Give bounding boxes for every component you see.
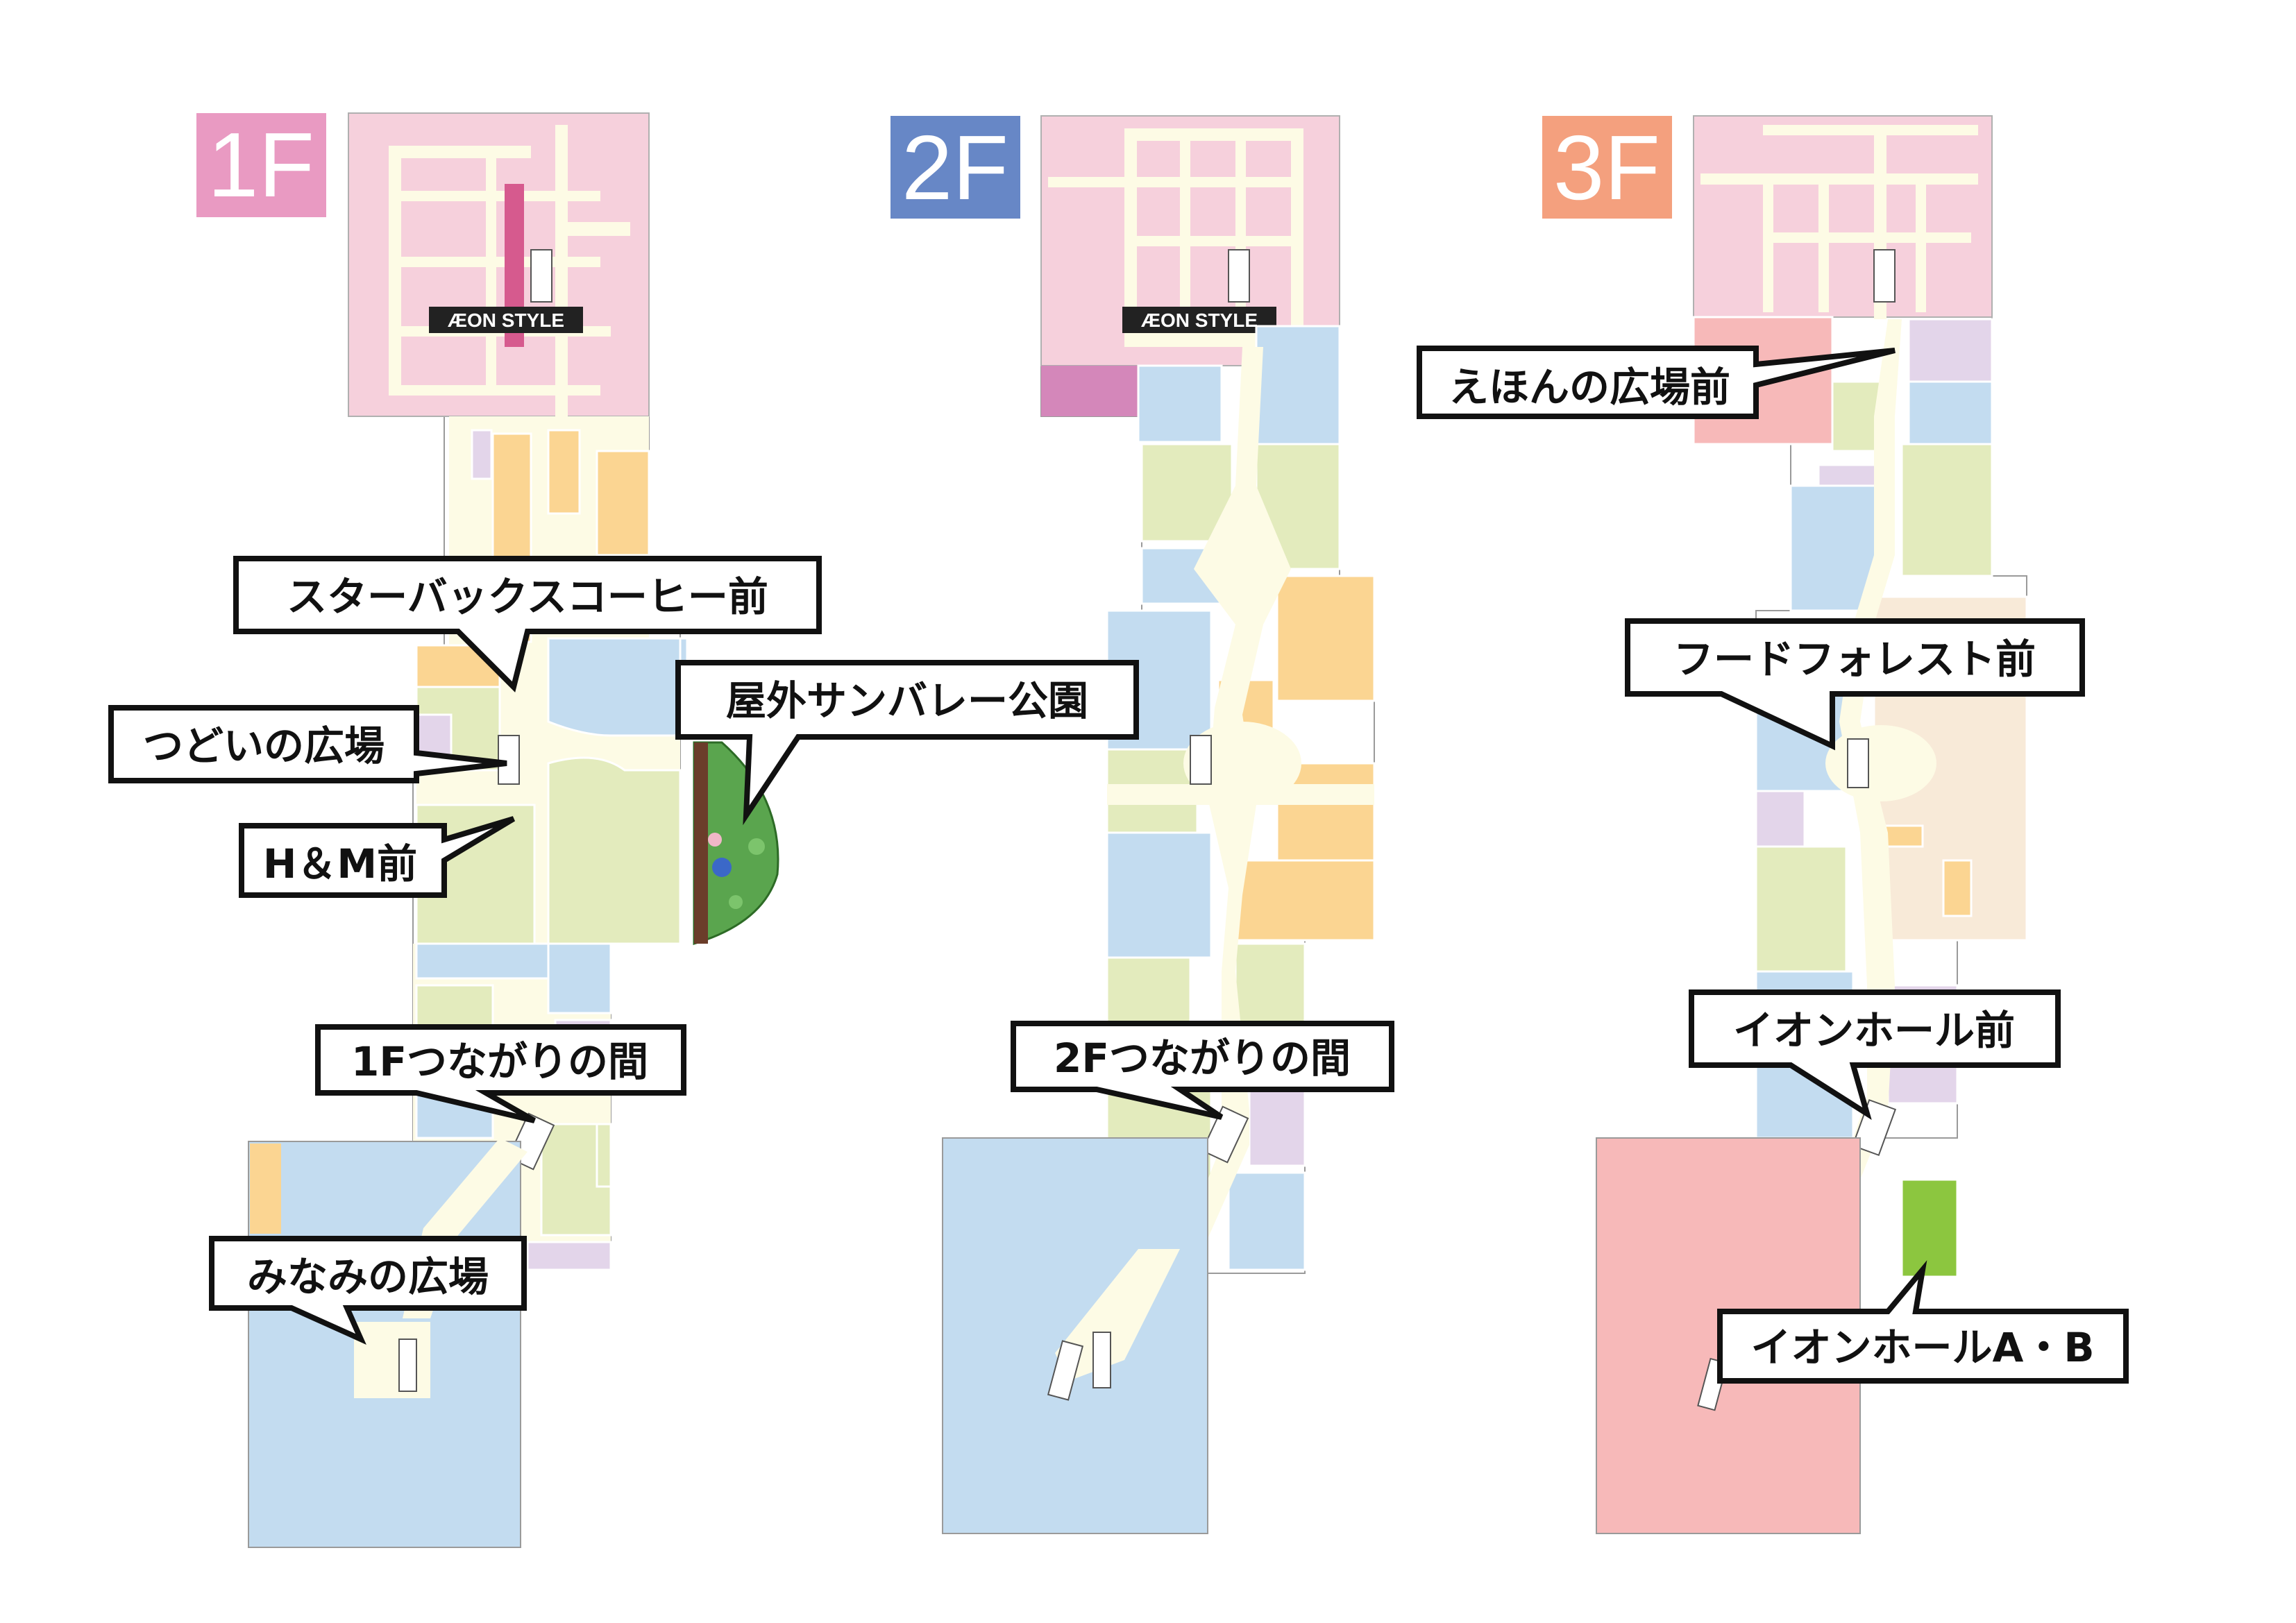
- callout-hm: H＆M前: [239, 816, 516, 898]
- escalator-1f-plaza: [498, 735, 520, 785]
- callout-aeon-hall-ab-text: イオンホールA・B: [1750, 1324, 2094, 1371]
- callout-tsunagari-1f-text: 1Fつながりの間: [351, 1038, 648, 1085]
- escalator-2f-south-a: [1047, 1340, 1084, 1401]
- park-tree-2: [729, 895, 743, 909]
- north-corridors-3f: [1700, 125, 1978, 319]
- magenta-block-2f: [1041, 366, 1138, 416]
- main-corridor-2f: [1117, 347, 1291, 1360]
- shops-1f-plaza: [415, 637, 682, 945]
- callout-food-forest-text: フードフォレスト前: [1673, 636, 2036, 683]
- aeon-corridors-2f: [1048, 128, 1303, 347]
- callout-tsunagari-2f: 2Fつながりの間: [1011, 1021, 1394, 1120]
- aeon-style-text-1f: ÆON STYLE: [448, 309, 564, 331]
- callout-ehon-text: えほんの広場前: [1449, 364, 1730, 411]
- escalator-1f-north: [530, 249, 552, 303]
- park-feature: [708, 833, 722, 847]
- escalator-3f-north: [1873, 249, 1896, 303]
- floor-2f-label: 2F: [902, 117, 1008, 219]
- callout-minami-text: みなみの広場: [247, 1253, 489, 1300]
- aeon-style-logo-2f: [1122, 307, 1276, 333]
- floor-1f-map: 1F ÆON STYLE: [196, 112, 779, 1548]
- escalator-2f-south-b: [1092, 1332, 1111, 1388]
- escalator-3f-hall: [1851, 1098, 1897, 1157]
- escalator-2f-center: [1190, 735, 1212, 785]
- cross-corridor-2f: [1107, 784, 1374, 805]
- floor-3f-label: 3F: [1553, 117, 1660, 219]
- callout-aeon-hall-ab: イオンホールA・B: [1717, 1260, 2129, 1384]
- callout-park: 屋外サンバレー公園: [675, 660, 1139, 826]
- callout-aeon-hall-front-text: イオンホール前: [1733, 1007, 2015, 1054]
- callout-tsudoi-text: つどいの広場: [143, 722, 385, 770]
- aeon-style-logo-1f: [429, 307, 583, 333]
- floor-2f-map: 2F ÆON STYLE: [890, 115, 1376, 1534]
- orange-strip-1f: [250, 1144, 281, 1234]
- callout-hm-text: H＆M前: [263, 840, 417, 887]
- aeon-style-text-2f: ÆON STYLE: [1141, 309, 1258, 331]
- escalator-3f-center: [1847, 738, 1869, 788]
- callout-starbucks: スターバックスコーヒー前: [233, 556, 822, 692]
- floor-1f-badge: [196, 113, 326, 217]
- floor-3f-badge: [1542, 116, 1672, 219]
- callout-ehon: えほんの広場前: [1417, 346, 1896, 419]
- callout-starbucks-text: スターバックスコーヒー前: [287, 573, 768, 620]
- park-path: [694, 742, 708, 944]
- callout-tsunagari-1f: 1Fつながりの間: [315, 1024, 686, 1123]
- callout-minami: みなみの広場: [209, 1236, 527, 1345]
- center-court-3f: [1825, 725, 1936, 801]
- callout-tsunagari-2f-text: 2Fつながりの間: [1054, 1035, 1351, 1082]
- escalator-1f-south: [398, 1339, 417, 1392]
- aeon-corridors-1f: [389, 125, 630, 416]
- escalator-2f-north: [1228, 249, 1250, 303]
- south-corridor-2f: [1055, 1249, 1180, 1381]
- park-pond: [712, 858, 732, 877]
- callout-park-text: 屋外サンバレー公園: [726, 677, 1088, 724]
- callout-tsudoi: つどいの広場: [108, 705, 507, 783]
- north-zone-3f: [1693, 115, 1993, 318]
- callout-aeon-hall-front: イオンホール前: [1689, 989, 2061, 1121]
- escalator-2f-tsunagari: [1201, 1105, 1249, 1164]
- floor-2f-badge: [890, 116, 1020, 219]
- callout-food-forest: フードフォレスト前: [1625, 618, 2085, 751]
- park-tree-1: [748, 838, 765, 855]
- minami-plaza-area: [354, 1322, 430, 1398]
- floor-1f-label: 1F: [208, 114, 314, 216]
